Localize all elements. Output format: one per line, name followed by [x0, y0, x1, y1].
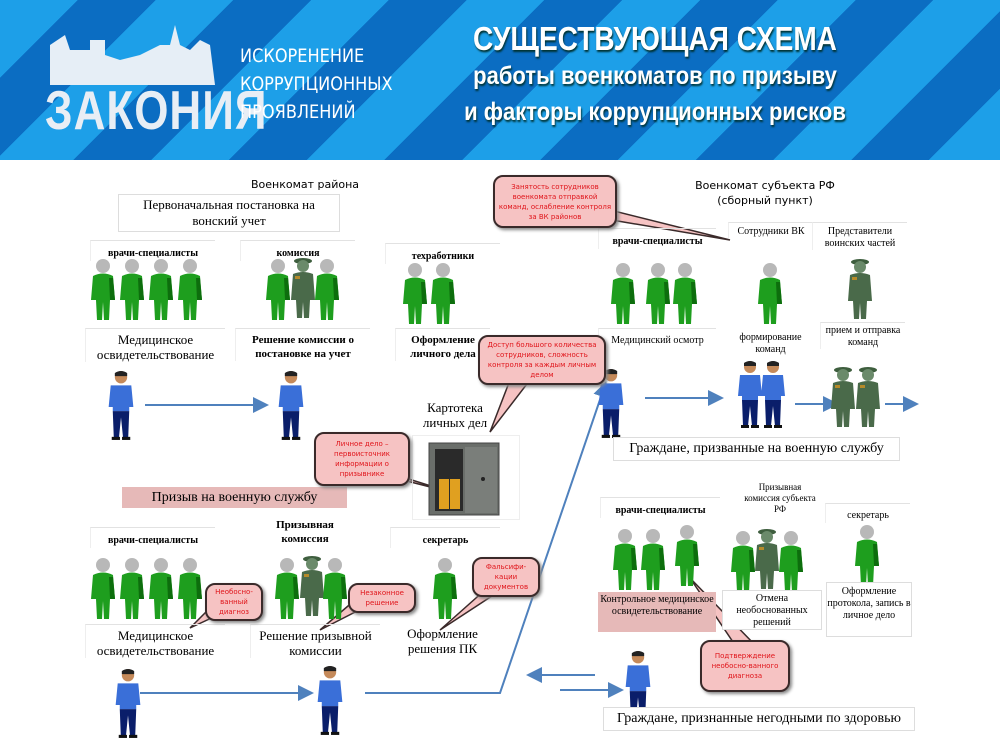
region-heading-line: (сборный пункт): [717, 194, 813, 207]
control-exam-box: Контрольное медицинское освидетельствова…: [598, 592, 716, 632]
action-label: прием и отправка команд: [820, 322, 905, 349]
flow-arrow-to-region: [365, 381, 609, 694]
doctor-figure-icon: [117, 557, 147, 621]
column-label: врачи-специалисты: [598, 228, 716, 249]
doctor-figure-icon: [608, 262, 638, 326]
draft-bar: Призыв на военную службу: [122, 487, 347, 508]
region-heading: Военкомат субъекта РФ (сборный пункт): [690, 178, 840, 208]
risk-callout-busy: Занятость сотрудников военкомата отправк…: [493, 175, 617, 228]
header-banner: ЗАКОНИЯ ИСКОРЕНЕНИЕ КОРРУПЦИОННЫХ ПРОЯВЛ…: [0, 0, 1000, 160]
column-label: Призывная комиссия: [276, 519, 334, 545]
action-label: Решение комиссии о постановке на учет: [235, 328, 370, 361]
doctor-figure-icon: [146, 557, 176, 621]
title-line: СУЩЕСТВУЮЩАЯ СХЕМА: [473, 20, 837, 57]
doctor-figure-icon: [88, 557, 118, 621]
column-label: врачи-специалисты: [90, 527, 215, 548]
logo-subtitle: ИСКОРЕНЕНИЕ КОРРУПЦИОННЫХ ПРОЯВЛЕНИЙ: [240, 42, 393, 126]
secretary-figure-icon: [852, 524, 882, 588]
doctor-figure-icon: [88, 258, 118, 322]
risk-callout-access: Доступ большого количества сотрудников, …: [478, 335, 606, 385]
conscript-figure-icon: [112, 668, 144, 740]
initial-registration-box: Первоначальная постановка на вонский уче…: [118, 194, 340, 232]
officer-figure-icon: [845, 257, 875, 321]
action-label: Медицинский осмотр: [598, 328, 716, 348]
city-skyline-logo-icon: [50, 25, 215, 85]
unfit-citizens-box: Граждане, признанные негодными по здоров…: [603, 707, 915, 731]
commission-member-icon: [776, 530, 806, 594]
logo-subtitle-line: ПРОЯВЛЕНИЙ: [240, 101, 356, 123]
doctor-figure-icon: [638, 528, 668, 592]
doctor-figure-icon: [175, 557, 205, 621]
title-line: и факторы коррупционных рисков: [464, 98, 846, 126]
doctor-figure-icon: [117, 258, 147, 322]
doctor-figure-icon: [175, 258, 205, 322]
column-label: секретарь: [825, 503, 910, 523]
logo-subtitle-line: КОРРУПЦИОННЫХ: [240, 73, 393, 95]
protocol-box: Оформление протокола, запись в личное де…: [826, 582, 912, 637]
action-label: Оформление решения ПК: [407, 626, 478, 656]
column-label: врачи-специалисты: [90, 240, 215, 261]
commission-member-icon: [312, 258, 342, 322]
risk-callout-illegal: Незаконное решение: [348, 583, 416, 613]
doctor-figure-icon: [146, 258, 176, 322]
doctor-figure-icon: [670, 262, 700, 326]
doctor-figure-icon: [672, 524, 702, 588]
tech-worker-icon: [400, 262, 430, 326]
action-label: формирование команд: [739, 332, 802, 355]
cancel-decisions-box: Отмена необоснованных решений: [722, 590, 822, 630]
logo-text: ЗАКОНИЯ: [45, 80, 268, 142]
logo-subtitle-line: ИСКОРЕНЕНИЕ: [240, 45, 365, 67]
doctor-figure-icon: [610, 528, 640, 592]
action-label: Решение призывной комиссии: [250, 624, 380, 658]
risk-callout-confirm: Подтверждение необосно-ванного диагноза: [700, 640, 790, 692]
region-heading-line: Военкомат субъекта РФ: [695, 179, 835, 192]
conscript-figure-icon: [275, 370, 307, 442]
archive-label: Картотека личных дел: [422, 400, 488, 430]
action-label: Медицинское освидетельствование: [85, 328, 225, 362]
column-label: врачи-специалисты: [600, 497, 720, 518]
page-title: СУЩЕСТВУЮЩАЯ СХЕМА работы военкоматов по…: [420, 20, 890, 130]
risk-callout-forgery: Фальсифи-кации документов: [472, 557, 540, 597]
commission-member-icon: [320, 557, 350, 621]
conscript-figure-icon: [758, 360, 788, 430]
district-heading: Военкомат района: [250, 178, 360, 191]
action-label: Медицинское освидетельствование: [85, 624, 225, 658]
soldier-figure-icon: [853, 365, 883, 429]
column-label: секретарь: [390, 527, 500, 548]
secretary-figure-icon: [430, 557, 460, 621]
callout-tail: [489, 379, 532, 433]
tech-worker-icon: [428, 262, 458, 326]
risk-callout-diagnosis: Необосно-ванный диагноз: [205, 583, 263, 621]
risk-callout-file: Личное дело – первоисточник информации о…: [314, 432, 410, 486]
drafted-citizens-box: Граждане, призванные на военную службу: [613, 437, 900, 461]
column-label: Призывная комиссия субъекта РФ: [744, 482, 816, 514]
archive-area: [412, 435, 520, 520]
column-label: Представители воинских частей: [812, 222, 907, 250]
safe-icon: [428, 442, 500, 516]
column-label: техработники: [385, 243, 500, 264]
column-label: Сотрудники ВК: [728, 222, 813, 238]
conscript-figure-icon: [105, 370, 137, 442]
column-label: комиссия: [240, 240, 355, 261]
doctor-figure-icon: [643, 262, 673, 326]
conscript-figure-icon: [314, 665, 346, 737]
action-label: Оформление личного дела: [395, 328, 490, 361]
staff-figure-icon: [755, 262, 785, 326]
title-line: работы военкоматов по призыву: [473, 62, 837, 90]
